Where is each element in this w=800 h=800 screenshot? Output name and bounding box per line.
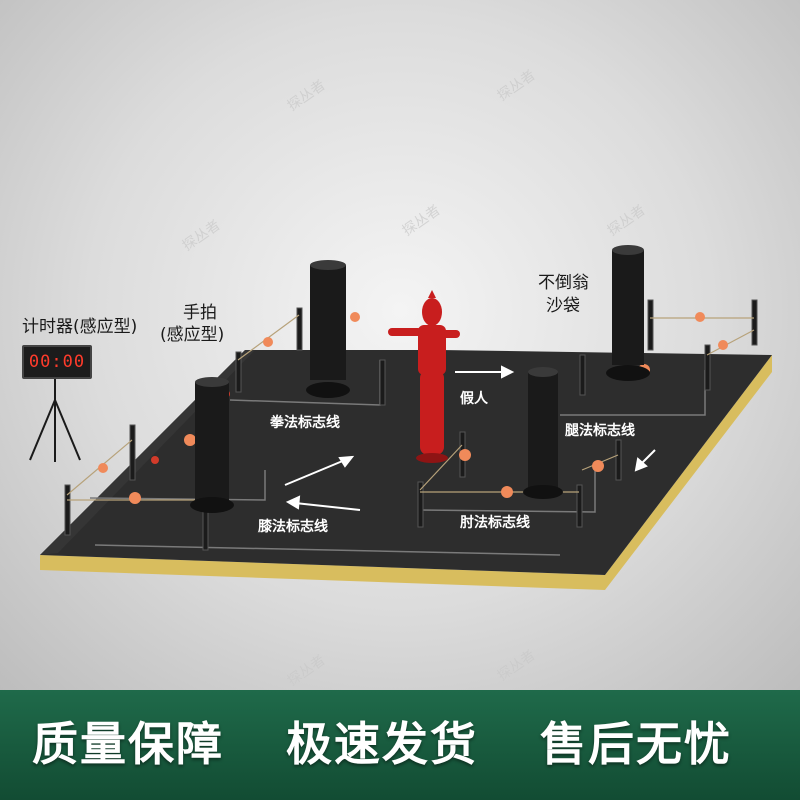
slogan-quality: 质量保障 [32,717,224,771]
hand-pad-label-line2: (感应型) [160,325,225,345]
tumbler-bag-label-line1: 不倒翁 [538,273,589,293]
elbow-line-label: 肘法标志线 [460,515,530,531]
footer-banner: 质量保障 极速发货 售后无忧 [0,690,800,800]
tumbler-bag-label-line2: 沙袋 [546,296,580,316]
product-image: 00:00 计时器(感应型) 手拍 (感应型) 不倒翁 沙袋 假人 拳法标志线 … [0,0,800,690]
movement-arrows [284,365,656,511]
slogan-after-sales: 售后无忧 [540,717,732,771]
slogan-fast-shipping: 极速发货 [286,717,478,771]
floor [40,350,772,575]
training-floor-scene [29,245,772,590]
leg-line-label: 腿法标志线 [565,423,635,439]
dummy-label: 假人 [460,391,488,407]
knee-line-label: 膝法标志线 [258,519,328,535]
hand-pad-label-line1: 手拍 [183,303,217,323]
timer-display: 00:00 [22,345,92,379]
timer-tripod [29,378,81,462]
fist-line-label: 拳法标志线 [270,415,340,431]
timer-label: 计时器(感应型) [22,317,138,337]
training-dummy [388,290,460,463]
floor-edge [40,355,772,590]
punching-bags [190,245,650,513]
